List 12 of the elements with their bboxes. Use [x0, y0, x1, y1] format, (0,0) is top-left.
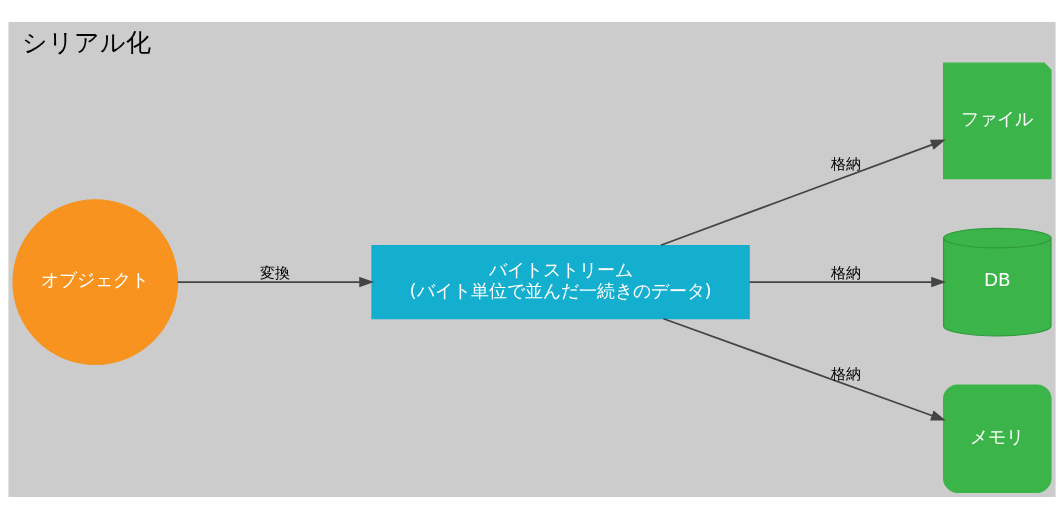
- arrow: [660, 139, 946, 246]
- edge-label: 変換: [259, 263, 290, 282]
- diagram-title: シリアル化: [21, 27, 151, 57]
- arrow: [176, 276, 375, 287]
- node-circle: オブジェクト: [12, 198, 179, 365]
- arrow: [748, 276, 947, 287]
- edge-label: 格納: [831, 263, 862, 282]
- edge-label: 格納: [831, 154, 862, 173]
- arrow: [662, 317, 946, 421]
- edge-label: 格納: [831, 364, 862, 383]
- node-box: バイトストリーム (バイト単位で並んだ一続きのデータ): [371, 244, 750, 319]
- node-box: メモリ: [942, 383, 1052, 493]
